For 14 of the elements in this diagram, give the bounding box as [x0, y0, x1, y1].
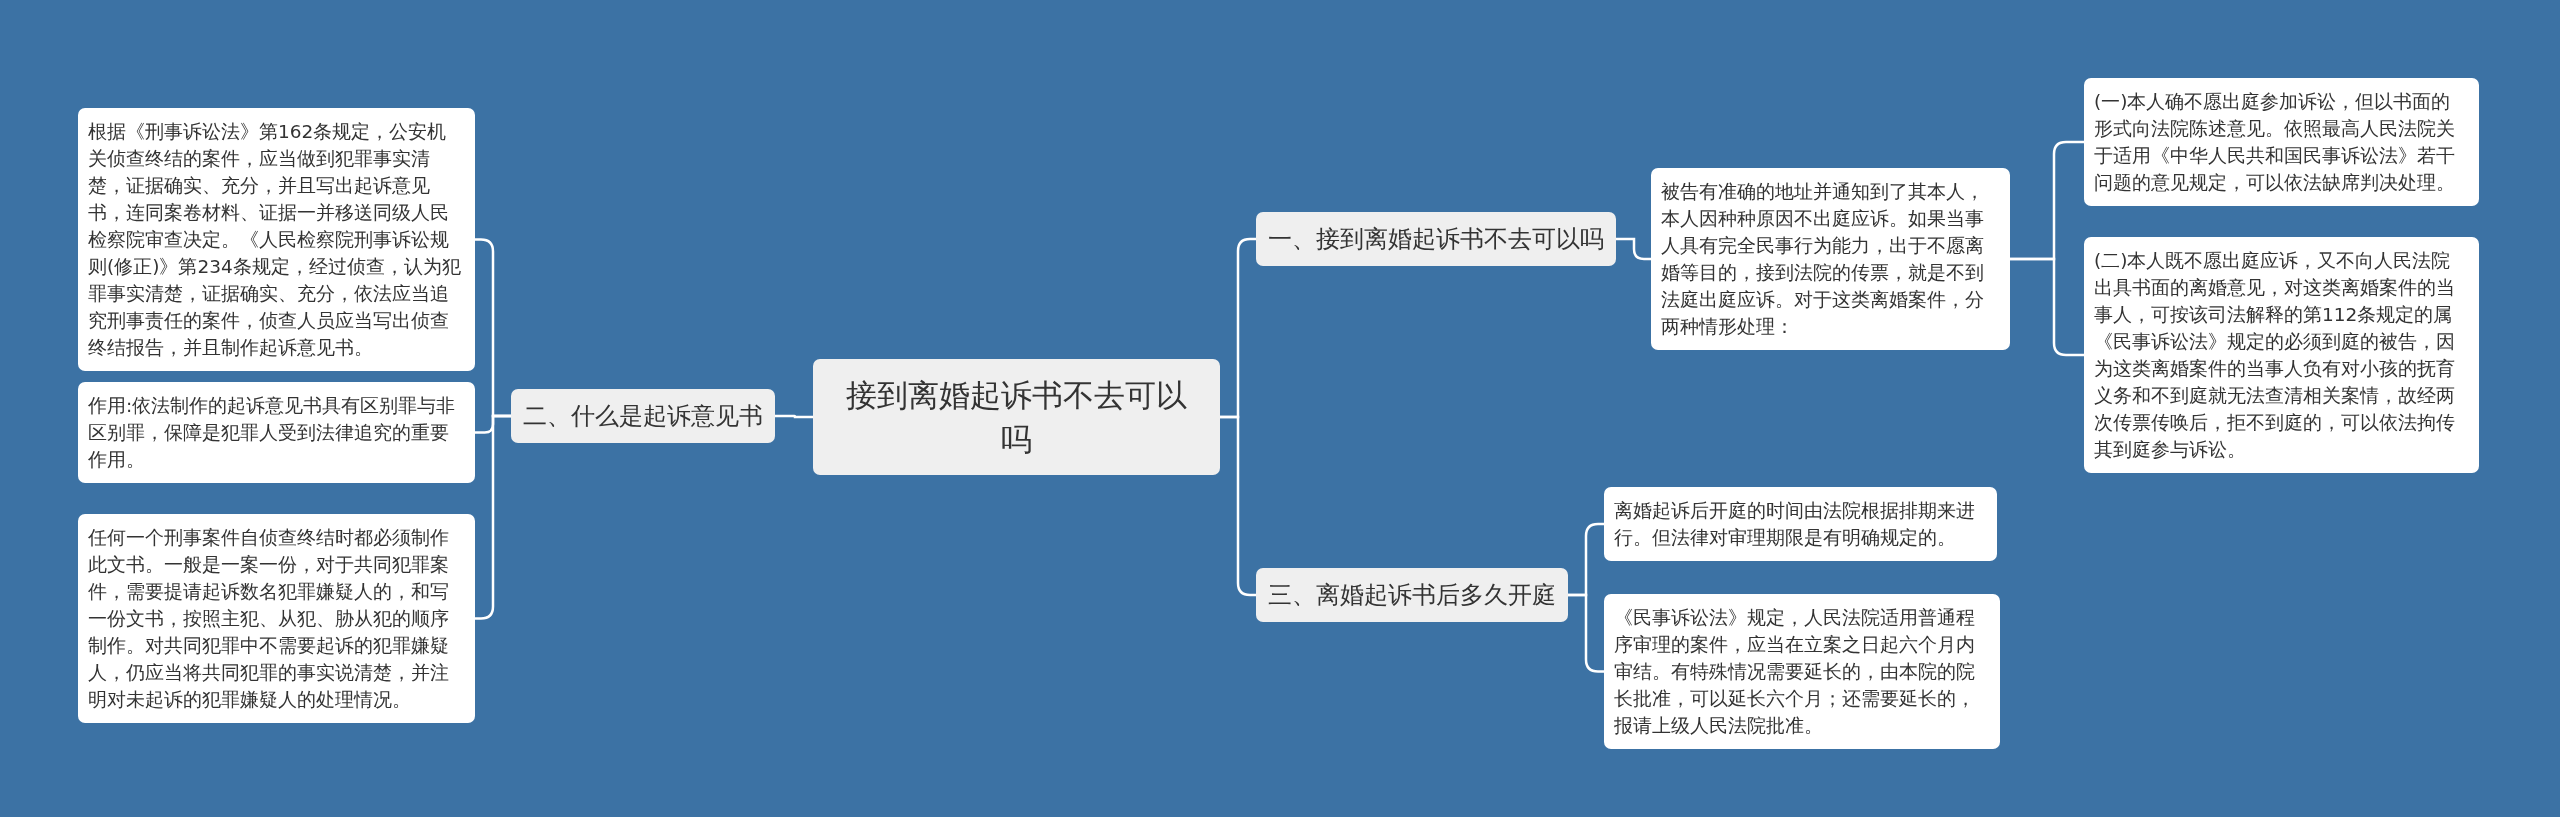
branch-topic-box: 二、什么是起诉意见书: [511, 389, 775, 443]
note-box: 离婚起诉后开庭的时间由法院根据排期来进行。但法律对审理期限是有明确规定的。: [1604, 487, 1997, 561]
note-box: 《民事诉讼法》规定，人民法院适用普通程序审理的案件，应当在立案之日起六个月内审结。有特殊情况需要延长的，由本院的院长批准，可以延长六个月；还需要延长的，报请上级人民法院批准。: [1604, 594, 2000, 749]
note-box: 任何一个刑事案件自侦查终结时都必须制作此文书。一般是一案一份，对于共同犯罪案件，需要提请起诉数名犯罪嫌疑人的，和写一份文书，按照主犯、从犯、胁从犯的顺序制作。对共同犯罪中不需要起诉的犯罪嫌疑人，仍应当将共同犯罪的事实说清楚，并注明对未起诉的犯罪嫌疑人的处理情况。: [78, 514, 475, 723]
connector-line: [1616, 237, 1651, 261]
note-box: 作用:依法制作的起诉意见书具有区别罪与非区别罪，保障是犯罪人受到法律追究的重要作用。: [78, 382, 475, 483]
branch-topic-box: 一、接到离婚起诉书不去可以吗: [1256, 212, 1616, 266]
connector-line: [775, 414, 813, 419]
note-box: 根据《刑事诉讼法》第162条规定，公安机关侦查终结的案件，应当做到犯罪事实清楚，证据确实、充分，并且写出起诉意见书，连同案卷材料、证据一并移送同级人民检察院审查决定。《人民检察院刑事诉讼规则(修正)》第234条规定，经过侦查，认为犯罪事实清楚，证据确实、充分，依法应当追究刑事责任的案件，侦查人员应当写出侦查终结报告，并且制作起诉意见书。: [78, 108, 475, 371]
note-box: (一)本人确不愿出庭参加诉讼，但以书面的形式向法院陈述意见。依照最高人民法院关于适用《中华人民共和国民事诉讼法》若干问题的意见规定，可以依法缺席判决处理。: [2084, 78, 2479, 206]
note-box: (二)本人既不愿出庭应诉，又不向人民法院出具书面的离婚意见，对这类离婚案件的当事人，可按该司法解释的第112条规定的属《民事诉讼法》规定的必须到庭的被告，因为这类离婚案件的当事人负有对小孩的抚育义务和不到庭就无法查清相关案情，故经两次传票传唤后，拒不到庭的，可以依法拘传其到庭参与诉讼。: [2084, 237, 2479, 473]
branch-topic-box: 三、离婚起诉书后多久开庭: [1256, 568, 1568, 622]
central-topic-box: 接到离婚起诉书不去可以吗: [813, 359, 1220, 475]
note-box: 被告有准确的地址并通知到了其本人，本人因种种原因不出庭应诉。如果当事人具有完全民事行为能力，出于不愿离婚等目的，接到法院的传票，就是不到法庭出庭应诉。对于这类离婚案件，分两种情形处理：: [1651, 168, 2010, 350]
